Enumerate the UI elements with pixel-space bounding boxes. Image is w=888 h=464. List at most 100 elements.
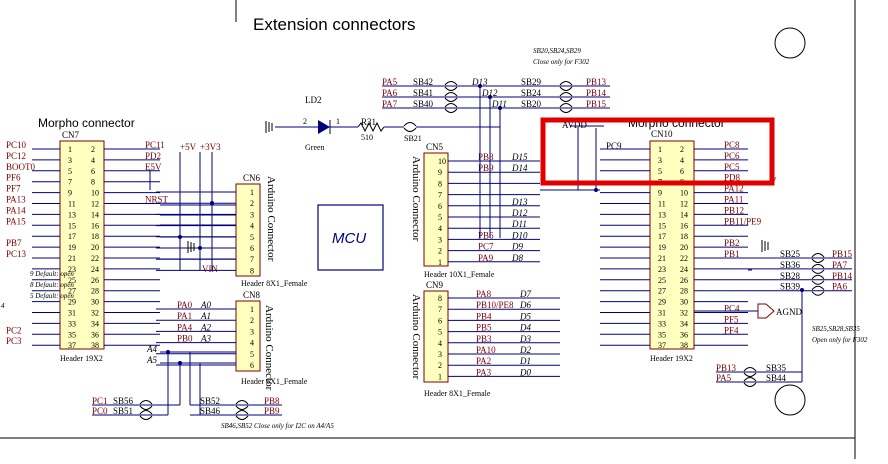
cn7-left-label: PA14: [6, 205, 26, 215]
cn10-pin-number: 26: [680, 276, 688, 285]
cn10-right-label: PB11/PE9: [724, 216, 762, 226]
cn10-pin-number: 10: [680, 189, 688, 198]
cn5-pin-number: 5: [438, 213, 442, 222]
resistor-ref: R31: [361, 117, 376, 127]
top-sb-signal-label: D13: [471, 77, 488, 87]
cn7-pin-number: 11: [68, 200, 76, 209]
cn10-pin-number: 1: [658, 145, 662, 154]
cn10-pin-number: 33: [658, 319, 666, 328]
junction-dot: [594, 188, 598, 192]
cn5-signal-label: D13: [511, 197, 528, 207]
cn7-header-label: Morpho connector: [38, 116, 135, 130]
cn7-left-label: PB7: [6, 238, 22, 248]
cn8-name: CN8: [243, 290, 261, 300]
cn10-pin-number: 28: [680, 287, 688, 296]
cn10-pin-number: 18: [680, 232, 688, 241]
cn6-pin-number: 8: [250, 266, 254, 275]
cn10-pin-number: 27: [658, 287, 666, 296]
page-title: Extension connectors: [253, 15, 416, 34]
cn7-right-label: E5V: [145, 162, 162, 172]
cn10-pin-number: 36: [680, 330, 688, 339]
cn10-pin-number: 12: [680, 200, 688, 209]
cn6-pin-number: 7: [250, 255, 254, 264]
top-sb-label: SB29: [521, 77, 542, 87]
cn10-pin-number: 6: [680, 167, 684, 176]
bottom-right-sb-label: SB35: [766, 363, 787, 373]
cn5-signal-label: D14: [511, 163, 528, 173]
bottom-sb-label: SB56: [113, 396, 134, 406]
bottom-sb-label: SB46: [200, 406, 221, 416]
cn8-alias-label: A3: [200, 334, 211, 344]
cn10-right-label: PD8: [724, 173, 741, 183]
cn10-pin-number: 14: [680, 210, 688, 219]
power-3v3-label: +3V3: [200, 142, 221, 152]
cn10-pin-number: 3: [658, 156, 662, 165]
solder-bridge-symbol: [139, 410, 153, 420]
cn5-signal-label: D15: [511, 152, 528, 162]
solder-bridge-symbol: [235, 410, 249, 420]
cn7-pin-number: 36: [91, 330, 99, 339]
cn8-port-label: PB0: [177, 334, 193, 344]
cn5-pin-number: 1: [438, 258, 442, 267]
right-sb-label: SB36: [780, 260, 801, 270]
cn7-left-label: PC10: [6, 140, 27, 150]
cn9-port-label: PA8: [476, 289, 492, 299]
a4-label: A4: [146, 344, 157, 354]
highlight-box: [540, 117, 775, 186]
bottom-sb-port-label: PB9: [264, 406, 280, 416]
cn7-pin-number: 37: [68, 341, 76, 350]
led-pin2: 2: [303, 117, 307, 126]
solder-bridge-symbol: [743, 377, 757, 387]
cn10-right-label: PB2: [724, 238, 740, 248]
cn7-pin-number: 34: [91, 319, 99, 328]
cn10-pin-number: 4: [680, 156, 684, 165]
right-sb-port-label: PB15: [832, 249, 853, 259]
cn7-left-label: PC12: [6, 151, 26, 161]
right-note-2: Open only for F302: [812, 336, 868, 344]
cn10-right-label: PB12: [724, 205, 744, 215]
cn5-signal-label: D8: [511, 253, 523, 263]
pc9-label: PC9: [606, 141, 622, 151]
cn9-port-label: PB5: [476, 323, 492, 333]
cn9-pin-number: 5: [438, 328, 442, 337]
cn10-pin-number: 29: [658, 298, 666, 307]
cn10-right-label: PF4: [724, 325, 739, 335]
cn5-pin-number: 3: [438, 235, 442, 244]
bottom-sb-port-label: PC1: [92, 396, 108, 406]
solder-bridge-symbol: [743, 367, 757, 377]
cn10-pin-number: 30: [680, 298, 688, 307]
junction-dot: [178, 235, 182, 239]
solder-bridge-symbol: [235, 400, 249, 410]
cn8-alias-label: A2: [200, 322, 211, 332]
cn10-right-label: PC5: [724, 162, 740, 172]
cn9-pin-number: 7: [438, 305, 442, 314]
led-color: Green: [305, 143, 325, 152]
cn9-signal-label: D0: [519, 367, 531, 377]
resistor-symbol: [357, 121, 385, 133]
top-sb-port-label: PB13: [586, 77, 607, 87]
cn5-signal-label: D12: [511, 208, 528, 218]
cn7-pin-number: 20: [91, 243, 99, 252]
agnd-flag: [757, 303, 775, 319]
solder-bridge-symbol: [559, 81, 573, 91]
junction-dot: [478, 84, 482, 88]
cn7-note-4: 4: [1, 302, 5, 310]
cn9-pin-number: 1: [438, 372, 442, 381]
cn10-pin-number: 2: [680, 145, 684, 154]
cn7-pin-number: 15: [68, 221, 76, 230]
cn8-pin-number: 1: [250, 305, 254, 314]
cn6-footer: Header 8X1_Female: [241, 279, 308, 288]
cn6-pin-number: 1: [250, 188, 254, 197]
mcu-box: [317, 204, 384, 271]
bottom-sb-port-label: PC0: [92, 406, 108, 416]
cn9-port-label: PA10: [476, 345, 496, 355]
junction-dot: [210, 201, 214, 205]
led-diode-symbol: [318, 120, 330, 134]
cn7-pin-number: 4: [91, 156, 95, 165]
